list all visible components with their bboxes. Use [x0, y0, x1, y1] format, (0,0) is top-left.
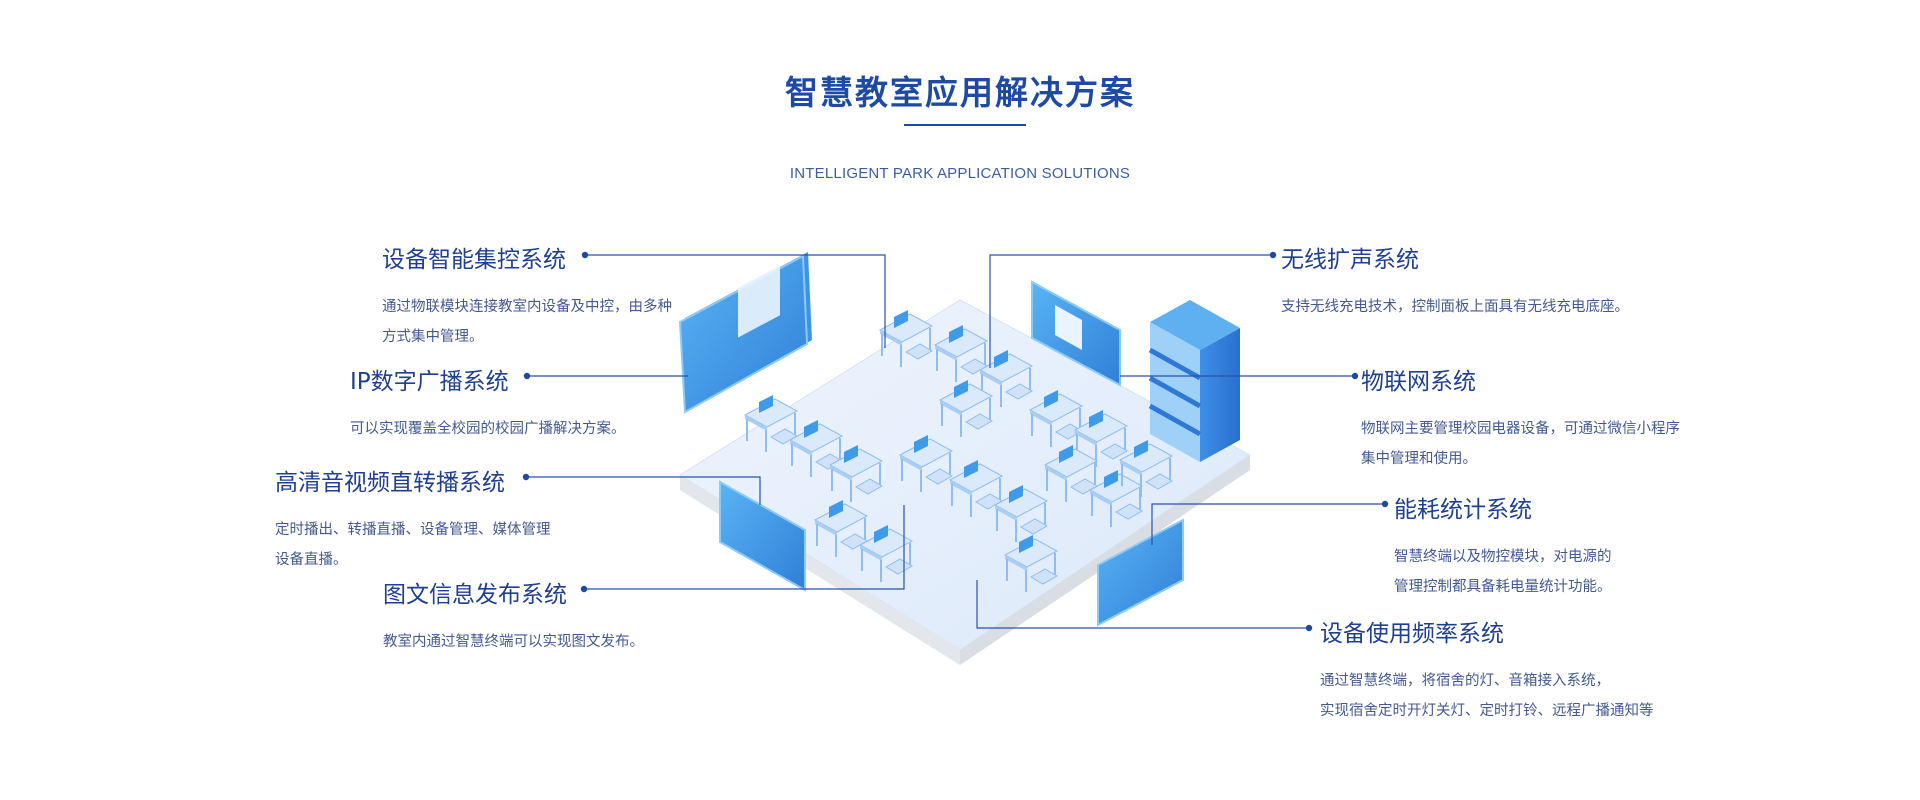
desk	[993, 485, 1049, 542]
feature-title: 图文信息发布系统	[383, 582, 567, 608]
feature-wireless-audio: 无线扩声系统 支持无线充电技术，控制面板上面具有无线充电底座。	[1281, 240, 1629, 322]
desk	[1073, 410, 1129, 467]
display-screen-left	[719, 480, 806, 592]
feature-usage-frequency: 设备使用频率系统 通过智慧终端，将宿舍的灯、音箱接入系统， 实现宿舍定时开灯关灯…	[1320, 614, 1654, 726]
feature-desc-line: 设备直播。	[275, 552, 348, 568]
connector-dot	[1269, 251, 1277, 259]
feature-av-broadcast: 高清音视频直转播系统 定时播出、转播直播、设备管理、媒体管理 设备直播。	[275, 463, 551, 575]
desk	[1028, 390, 1084, 447]
feature-desc-line: 管理控制都具备耗电量统计功能。	[1394, 579, 1612, 595]
desk	[788, 420, 844, 477]
connector-av-broadcast	[526, 476, 761, 505]
feature-desc-line: 集中管理和使用。	[1361, 451, 1477, 467]
desk	[828, 445, 884, 502]
feature-title: IP数字广播系统	[350, 369, 509, 395]
connector-dot	[1305, 624, 1313, 632]
feature-info-publish: 图文信息发布系统 教室内通过智慧终端可以实现图文发布。	[383, 575, 644, 657]
feature-desc: 可以实现覆盖全校园的校园广播解决方案。	[350, 414, 626, 444]
feature-desc-line: 方式集中管理。	[382, 329, 484, 345]
desk	[1088, 470, 1144, 527]
page-title: 智慧教室应用解决方案	[785, 73, 1135, 112]
desk	[1118, 440, 1174, 497]
connector-wireless-audio	[989, 254, 1273, 368]
page-subtitle: INTELLIGENT PARK APPLICATION SOLUTIONS	[789, 165, 1131, 182]
connector-smart-control	[585, 254, 886, 348]
feature-iot: 物联网系统 物联网主要管理校园电器设备，可通过微信小程序 集中管理和使用。	[1361, 362, 1680, 474]
feature-desc-line: 教室内通过智慧终端可以实现图文发布。	[383, 634, 644, 650]
feature-title: 物联网系统	[1361, 369, 1476, 395]
connector-dot	[581, 251, 589, 259]
feature-desc-line: 可以实现覆盖全校园的校园广播解决方案。	[350, 421, 626, 437]
feature-desc: 物联网主要管理校园电器设备，可通过微信小程序 集中管理和使用。	[1361, 414, 1680, 474]
header: 智慧教室应用解决方案	[0, 66, 1920, 114]
feature-title: 能耗统计系统	[1394, 497, 1532, 523]
desk-group	[743, 310, 1174, 592]
connector-usage-frequency	[976, 580, 1309, 629]
whiteboard-right	[1031, 280, 1121, 387]
connector-dot	[1381, 500, 1389, 508]
feature-desc: 通过物联模块连接教室内设备及中控，由多种 方式集中管理。	[382, 292, 672, 352]
feature-title: 设备智能集控系统	[382, 247, 566, 273]
connector-energy	[1151, 503, 1385, 545]
bookshelf	[1148, 300, 1240, 462]
feature-desc: 定时播出、转播直播、设备管理、媒体管理 设备直播。	[275, 515, 551, 575]
connector-dot	[523, 372, 531, 380]
connector-dot	[580, 585, 588, 593]
whiteboard-left	[678, 252, 812, 414]
feature-desc: 智慧终端以及物控模块，对电源的 管理控制都具备耗电量统计功能。	[1394, 542, 1612, 602]
feature-desc: 通过智慧终端，将宿舍的灯、音箱接入系统， 实现宿舍定时开灯关灯、定时打铃、远程广…	[1320, 666, 1654, 726]
desk	[858, 525, 914, 582]
connector-dot	[1351, 372, 1359, 380]
desk	[1003, 535, 1059, 592]
feature-desc-line: 通过物联模块连接教室内设备及中控，由多种	[382, 299, 672, 315]
feature-smart-control: 设备智能集控系统 通过物联模块连接教室内设备及中控，由多种 方式集中管理。	[382, 240, 672, 352]
feature-desc-line: 通过智慧终端，将宿舍的灯、音箱接入系统，	[1320, 673, 1610, 689]
desk	[1043, 445, 1099, 502]
feature-desc-line: 支持无线充电技术，控制面板上面具有无线充电底座。	[1281, 299, 1629, 315]
feature-title: 高清音视频直转播系统	[275, 470, 505, 496]
connector-info-publish	[584, 505, 905, 590]
feature-title: 设备使用频率系统	[1320, 621, 1504, 647]
feature-energy: 能耗统计系统 智慧终端以及物控模块，对电源的 管理控制都具备耗电量统计功能。	[1394, 490, 1612, 602]
display-screen-right	[1097, 518, 1184, 627]
feature-desc: 支持无线充电技术，控制面板上面具有无线充电底座。	[1281, 292, 1629, 322]
desk	[938, 380, 994, 437]
floor-edge-right	[960, 455, 1250, 665]
feature-desc: 教室内通过智慧终端可以实现图文发布。	[383, 627, 644, 657]
desk	[813, 500, 869, 557]
desk	[948, 460, 1004, 517]
desk	[878, 310, 934, 367]
title-underline	[904, 124, 1026, 126]
desk	[933, 325, 989, 382]
feature-title: 无线扩声系统	[1281, 247, 1419, 273]
feature-desc-line: 物联网主要管理校园电器设备，可通过微信小程序	[1361, 421, 1680, 437]
desk	[898, 435, 954, 492]
connector-dot	[522, 473, 530, 481]
feature-ip-broadcast: IP数字广播系统 可以实现覆盖全校园的校园广播解决方案。	[350, 362, 626, 444]
desk	[743, 395, 799, 452]
feature-desc-line: 实现宿舍定时开灯关灯、定时打铃、远程广播通知等	[1320, 703, 1654, 719]
feature-desc-line: 智慧终端以及物控模块，对电源的	[1394, 549, 1612, 565]
desk	[978, 350, 1034, 407]
feature-desc-line: 定时播出、转播直播、设备管理、媒体管理	[275, 522, 551, 538]
